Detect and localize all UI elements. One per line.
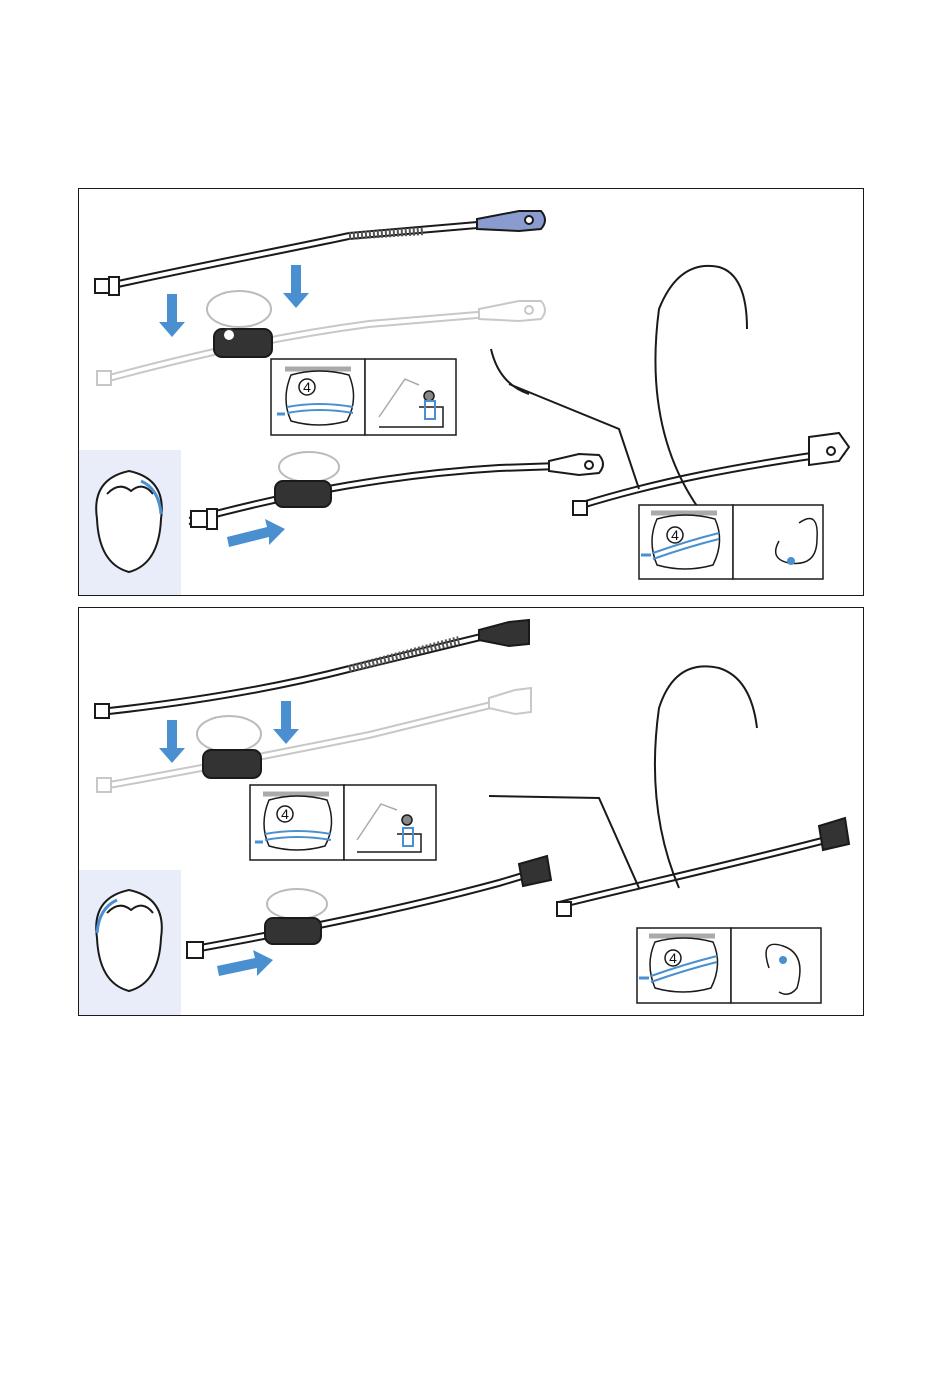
detail-box-left bbox=[271, 359, 456, 435]
clip-part-bottom bbox=[197, 716, 261, 778]
boom-ghost-bottom bbox=[97, 688, 531, 792]
boom-microphone-top bbox=[95, 211, 545, 295]
detail-number-right: 4 bbox=[671, 527, 679, 543]
detail-box-right bbox=[639, 505, 823, 579]
panel-bottom-assembly: 4 bbox=[78, 607, 864, 1016]
head-rotate-icon bbox=[96, 890, 162, 991]
ear-hook-top bbox=[491, 266, 849, 515]
boom-middle-top bbox=[189, 452, 603, 529]
top-diagram-svg: 4 bbox=[79, 189, 865, 597]
boom-microphone-bottom bbox=[95, 620, 529, 718]
detail-number-left: 4 bbox=[303, 379, 311, 395]
clip-part-top bbox=[207, 291, 272, 357]
bottom-diagram-svg: 4 bbox=[79, 608, 865, 1017]
boom-middle-bottom bbox=[187, 856, 551, 958]
detail-number-left: 4 bbox=[281, 806, 289, 822]
head-rotate-icon bbox=[96, 471, 162, 572]
detail-number-right: 4 bbox=[669, 950, 677, 966]
arrow-right-icon bbox=[227, 519, 285, 547]
detail-box-left bbox=[250, 785, 436, 860]
detail-box-right bbox=[637, 928, 821, 1003]
panel-top-assembly: 4 bbox=[78, 188, 864, 596]
arrow-right-icon bbox=[217, 950, 273, 976]
